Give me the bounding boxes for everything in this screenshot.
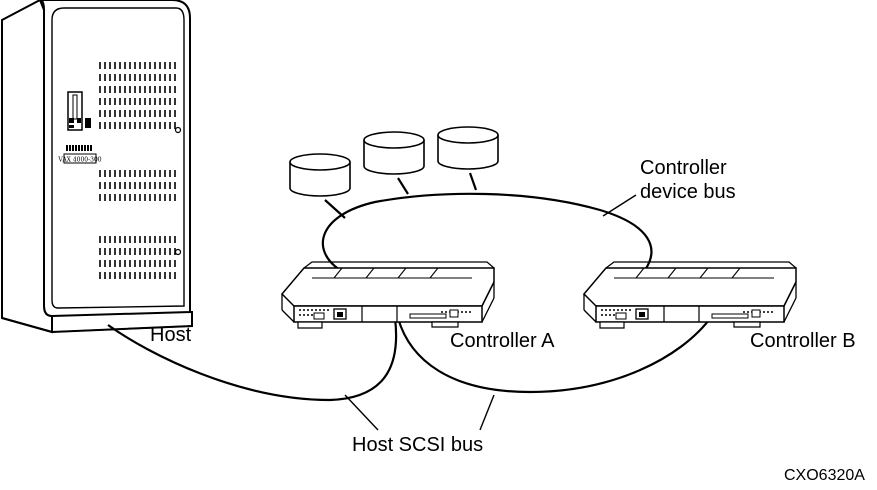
controller-device-bus xyxy=(321,192,653,271)
host-cabinet: VAX 4000-300 xyxy=(1,0,193,334)
controller-a-label: Controller A xyxy=(450,330,555,352)
controller-device-bus-label-line1: Controller xyxy=(640,157,727,179)
host-scsi-bus-segment-2 xyxy=(396,315,713,394)
controller-b-module xyxy=(583,261,797,329)
disk-3 xyxy=(437,126,499,170)
controller-b-label: Controller B xyxy=(750,330,856,352)
leader-lines xyxy=(344,194,637,431)
controller-device-bus-label-line2: device bus xyxy=(640,181,736,203)
host-scsi-bus-label: Host SCSI bus xyxy=(352,434,484,456)
host-panel-label: VAX 4000-300 xyxy=(57,157,101,164)
bus-cables xyxy=(107,172,713,402)
disk-2 xyxy=(363,131,425,175)
host-label: Host xyxy=(150,324,192,346)
controller-a-module xyxy=(281,261,495,329)
host-scsi-bus-segment-1 xyxy=(107,317,398,402)
disk-1 xyxy=(289,153,351,197)
figure-id-label: CXO6320A xyxy=(784,467,865,484)
